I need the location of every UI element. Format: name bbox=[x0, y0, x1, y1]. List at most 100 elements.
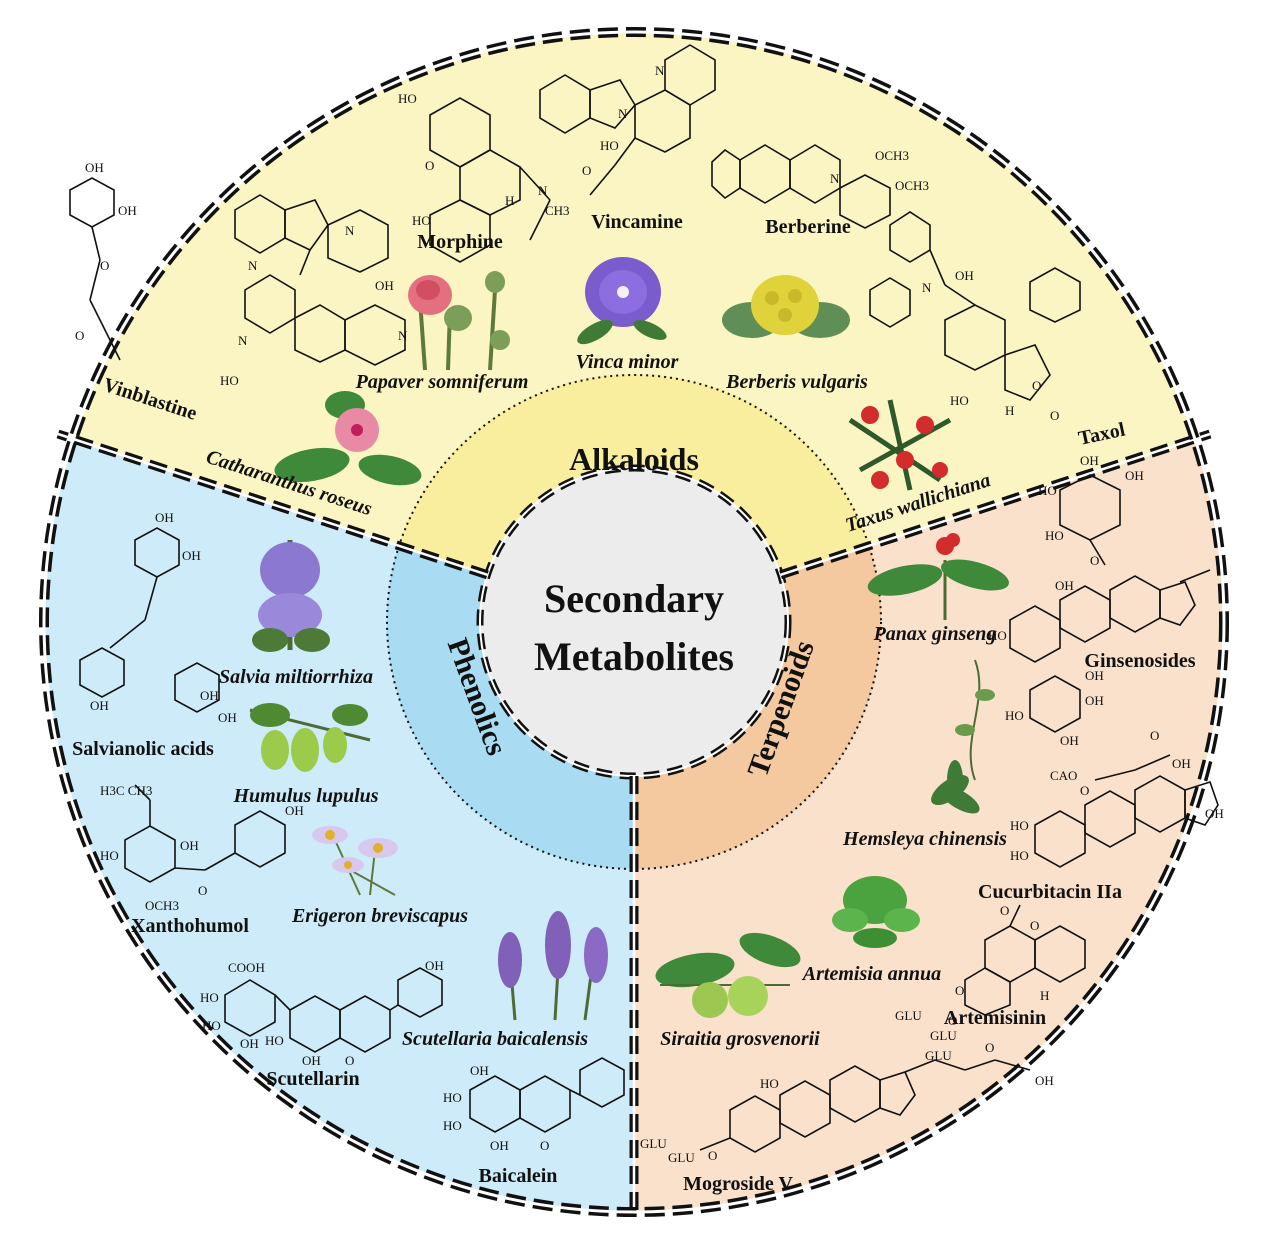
scutellaria-baicalensis-illustration bbox=[498, 911, 608, 1021]
svg-text:O: O bbox=[948, 1013, 957, 1028]
svg-text:HO: HO bbox=[1005, 708, 1024, 723]
svg-text:O: O bbox=[1090, 553, 1099, 568]
svg-text:N: N bbox=[830, 171, 840, 186]
svg-text:O: O bbox=[198, 883, 207, 898]
papaver-somniferum-illustration bbox=[408, 271, 510, 371]
svg-text:OH: OH bbox=[1060, 733, 1079, 748]
svg-text:HO: HO bbox=[1038, 483, 1057, 498]
svg-text:OH: OH bbox=[218, 710, 237, 725]
svg-text:HO: HO bbox=[443, 1090, 462, 1105]
svg-text:N: N bbox=[922, 280, 932, 295]
compound-vincamine: Vincamine bbox=[591, 211, 683, 233]
erigeron-breviscapus-illustration bbox=[312, 826, 398, 896]
svg-text:HO: HO bbox=[200, 990, 219, 1005]
svg-text:OH: OH bbox=[285, 803, 304, 818]
svg-text:OH: OH bbox=[155, 510, 174, 525]
svg-text:OH: OH bbox=[180, 838, 199, 853]
category-alkaloids: Alkaloids bbox=[569, 441, 699, 477]
svg-text:OH: OH bbox=[302, 1053, 321, 1068]
ginsenosides-structure: OH OH HO HO O OH HO OH HO OH OH bbox=[988, 453, 1211, 748]
svg-text:HO: HO bbox=[1045, 528, 1064, 543]
svg-text:O: O bbox=[708, 1148, 717, 1163]
svg-text:O: O bbox=[1030, 918, 1039, 933]
center-title-line2: Metabolites bbox=[534, 634, 734, 679]
svg-text:HO: HO bbox=[202, 1018, 221, 1033]
plant-artemisia-annua: Artemisia annua bbox=[801, 963, 941, 985]
center-title-line1: Secondary bbox=[544, 576, 724, 621]
svg-text:GLU: GLU bbox=[640, 1136, 667, 1151]
svg-text:HO: HO bbox=[1010, 818, 1029, 833]
compound-scutellarin: Scutellarin bbox=[266, 1068, 359, 1090]
svg-text:HO: HO bbox=[1010, 848, 1029, 863]
svg-text:N: N bbox=[238, 333, 248, 348]
svg-text:N: N bbox=[398, 328, 408, 343]
svg-text:HO: HO bbox=[443, 1118, 462, 1133]
vinblastine-structure: N N OH N HO N bbox=[220, 194, 408, 388]
svg-text:N: N bbox=[538, 183, 548, 198]
mogroside-v-structure: GLU GLU GLU O OH HO GLU GLU O bbox=[640, 1008, 1054, 1165]
vincamine-structure: HO N N O bbox=[539, 44, 716, 196]
svg-text:HO: HO bbox=[220, 373, 239, 388]
svg-text:CH3: CH3 bbox=[545, 203, 570, 218]
plant-hemsleya-chinensis: Hemsleya chinensis bbox=[842, 828, 1007, 850]
berberine-structure: OCH3 OCH3 N bbox=[711, 144, 929, 229]
compound-artemisinin: Artemisinin bbox=[944, 1007, 1046, 1029]
panax-ginseng-illustration bbox=[867, 533, 1009, 620]
plant-salvia-miltiorrhiza: Salvia miltiorrhiza bbox=[219, 666, 373, 688]
svg-text:GLU: GLU bbox=[668, 1150, 695, 1165]
plant-erigeron-breviscapus: Erigeron breviscapus bbox=[291, 905, 468, 927]
svg-text:N: N bbox=[248, 258, 258, 273]
svg-text:O: O bbox=[1050, 408, 1059, 423]
inner-dotted-ring bbox=[386, 374, 882, 870]
compound-ginsenosides: Ginsenosides bbox=[1084, 650, 1195, 672]
scutellarin-structure: COOH HO HO OH OH HO OH O bbox=[200, 958, 444, 1068]
svg-text:OH: OH bbox=[1205, 806, 1224, 821]
svg-text:OH: OH bbox=[955, 268, 974, 283]
svg-text:OH: OH bbox=[1085, 693, 1104, 708]
compound-baicalein: Baicalein bbox=[479, 1165, 558, 1187]
svg-text:COOH: COOH bbox=[228, 960, 265, 975]
svg-text:OH: OH bbox=[1080, 453, 1099, 468]
svg-text:OH: OH bbox=[85, 160, 104, 175]
svg-text:HO: HO bbox=[100, 848, 119, 863]
phenolics-ring bbox=[386, 546, 634, 870]
svg-text:OH: OH bbox=[1125, 468, 1144, 483]
sector-dividers bbox=[56, 429, 1212, 1212]
svg-text:OH: OH bbox=[182, 548, 201, 563]
svg-text:OCH3: OCH3 bbox=[895, 178, 929, 193]
svg-text:OH: OH bbox=[375, 278, 394, 293]
taxus-wallichiana-illustration bbox=[848, 399, 952, 491]
humulus-lupulus-illustration bbox=[249, 703, 371, 772]
plant-humulus-lupulus: Humulus lupulus bbox=[232, 785, 378, 807]
svg-text:O: O bbox=[985, 1040, 994, 1055]
svg-text:OH: OH bbox=[470, 1063, 489, 1078]
svg-text:O: O bbox=[425, 158, 434, 173]
compound-salvianolic-acids: Salvianolic acids bbox=[72, 738, 214, 760]
salvianolic-acids-structure: OH OH OH OH O O OH OH OH bbox=[69, 160, 237, 725]
svg-text:HO: HO bbox=[412, 213, 431, 228]
svg-text:GLU: GLU bbox=[895, 1008, 922, 1023]
artemisia-annua-illustration bbox=[832, 876, 920, 948]
svg-text:O: O bbox=[1150, 728, 1159, 743]
svg-text:OH: OH bbox=[490, 1138, 509, 1153]
svg-text:N: N bbox=[345, 223, 355, 238]
salvia-miltiorrhiza-illustration bbox=[252, 540, 330, 652]
center-circle bbox=[480, 468, 788, 776]
compound-cucurbitacin-iia: Cucurbitacin IIa bbox=[978, 881, 1122, 903]
svg-text:OH: OH bbox=[200, 688, 219, 703]
hemsleya-chinensis-illustration bbox=[931, 659, 995, 814]
svg-text:O: O bbox=[1080, 783, 1089, 798]
svg-text:H: H bbox=[505, 193, 514, 208]
svg-text:HO: HO bbox=[988, 628, 1007, 643]
plant-vinca-minor: Vinca minor bbox=[576, 351, 679, 373]
compound-xanthohumol: Xanthohumol bbox=[131, 915, 249, 937]
svg-text:HO: HO bbox=[398, 91, 417, 106]
plant-berberis-vulgaris: Berberis vulgaris bbox=[725, 371, 868, 393]
baicalein-structure: OH HO HO OH O bbox=[443, 1057, 625, 1153]
svg-text:O: O bbox=[1032, 378, 1041, 393]
taxol-structure: OH N O O HO H bbox=[869, 211, 1081, 423]
svg-text:OH: OH bbox=[425, 958, 444, 973]
plant-siraitia-grosvenorii: Siraitia grosvenorii bbox=[660, 1028, 820, 1050]
svg-text:GLU: GLU bbox=[930, 1028, 957, 1043]
